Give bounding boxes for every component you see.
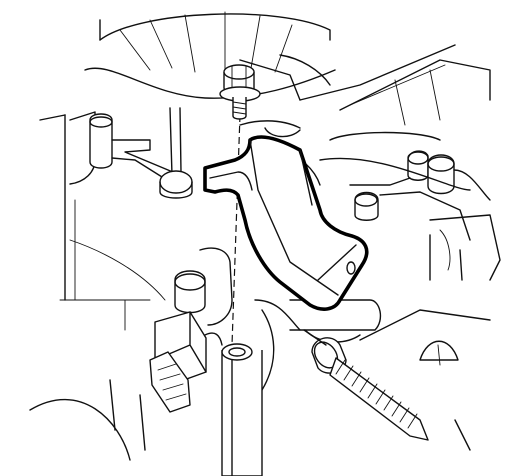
bracket [203, 135, 369, 311]
engine-block-background [29, 11, 501, 461]
stud-bolt [303, 329, 429, 441]
collar [221, 343, 263, 476]
alignment-line [231, 114, 241, 346]
electrical-connector [149, 247, 233, 413]
flange-bolt [219, 64, 261, 120]
